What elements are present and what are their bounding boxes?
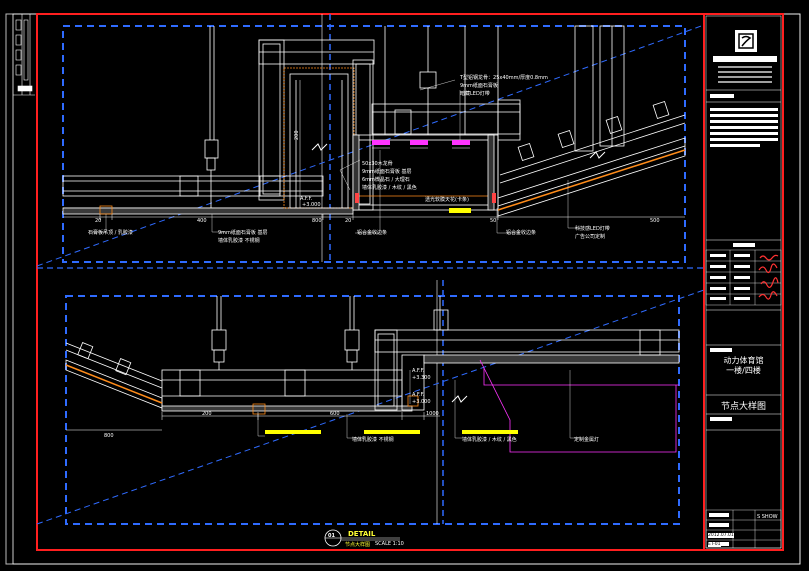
detail-scale: SCALE 1:10 xyxy=(375,541,404,547)
lower-level-2: A.F.F. +3.000 xyxy=(412,392,431,406)
level-value: +3.300 xyxy=(412,375,431,381)
note: T型铝钢龙骨：25x40mm/厚度0.8mm xyxy=(460,75,548,81)
level-label: A.F.F. xyxy=(412,392,425,398)
drawing-frame xyxy=(36,13,784,551)
dim: 50 xyxy=(490,218,497,224)
level-value: +3.000 xyxy=(302,202,321,208)
note: 6mm微晶石 / 大理石 xyxy=(362,177,410,183)
bottom-note-group: 9mm纸面石膏板 基层 墙体乳胶漆 不锈钢 xyxy=(218,229,268,245)
detail-subtitle: 节点大样图 xyxy=(345,542,371,548)
level-value: +3.000 xyxy=(412,399,431,405)
date: 2012.07.01 xyxy=(708,533,734,538)
lower-note: 定制金属灯 xyxy=(574,437,600,443)
detail-number: 01 xyxy=(328,533,335,539)
detail-title: DETAIL xyxy=(348,530,376,538)
dim: 800 xyxy=(104,433,114,439)
level-label: A.F.F. xyxy=(412,368,425,374)
dim: 400 xyxy=(197,218,207,224)
note: 9mm纸面石膏板 基层 xyxy=(218,230,268,236)
lower-section xyxy=(36,280,705,525)
binding-strip xyxy=(13,14,35,96)
upper-notes-top: T型铝钢龙骨：25x40mm/厚度0.8mm 9mm纸面石膏板 暗藏LED灯带 xyxy=(460,74,548,98)
note: 科技感LED灯带 xyxy=(575,226,610,232)
signatures xyxy=(758,254,779,300)
level-label: A.F.F. xyxy=(300,196,313,202)
bottom-note-group: 科技感LED灯带 广告公司定制 xyxy=(575,225,610,241)
dim: 200 xyxy=(202,411,212,417)
drawing-title: 节点大样图 xyxy=(720,402,766,412)
ceiling-note: 透光软膜天花(卡条) xyxy=(425,197,469,203)
dim: 20 xyxy=(95,218,102,224)
note: 50x30木龙骨 xyxy=(362,161,393,167)
dim: 20 xyxy=(345,218,352,224)
title-block xyxy=(705,15,782,549)
sheet-border xyxy=(5,13,801,565)
dim: 600 xyxy=(330,411,340,417)
note: 墙体乳胶漆 / 木纹 / 黑色 xyxy=(362,185,417,191)
note: 9mm纸面石膏板 xyxy=(460,83,498,89)
bottom-note: 石膏板吊顶 / 乳胶漆 xyxy=(88,230,133,236)
lower-level-1: A.F.F. +3.300 xyxy=(412,368,431,382)
dim: 800 xyxy=(312,218,322,224)
upper-notes-mid: 50x30木龙骨 9mm纸面石膏板 基层 6mm微晶石 / 大理石 墙体乳胶漆 … xyxy=(362,160,417,192)
sheet-label: S SHOW xyxy=(757,514,778,520)
upper-section xyxy=(36,14,705,269)
project-name: 动力体育馆 xyxy=(723,356,764,365)
detail-bubble xyxy=(324,529,400,547)
floor-label: 一楼/四楼 xyxy=(726,366,761,375)
note: 暗藏LED灯带 xyxy=(460,91,490,97)
vertical-dim: 200 xyxy=(294,130,300,140)
bottom-note: 铝合金收边条 xyxy=(357,230,388,236)
dim: 1000 xyxy=(426,411,439,417)
note: 9mm纸面石膏板 基层 xyxy=(362,169,412,175)
note: 广告公司定制 xyxy=(575,234,606,240)
sheet-no: ET-01 xyxy=(708,542,721,547)
bottom-note: 铝合金收边条 xyxy=(506,230,537,236)
lower-note: 墙体乳胶漆 / 木纹 / 黑色 xyxy=(462,437,517,443)
note: 墙体乳胶漆 不锈钢 xyxy=(218,238,260,244)
dim: 500 xyxy=(650,218,660,224)
lower-note: 墙体乳胶漆 不锈钢 xyxy=(352,437,394,443)
